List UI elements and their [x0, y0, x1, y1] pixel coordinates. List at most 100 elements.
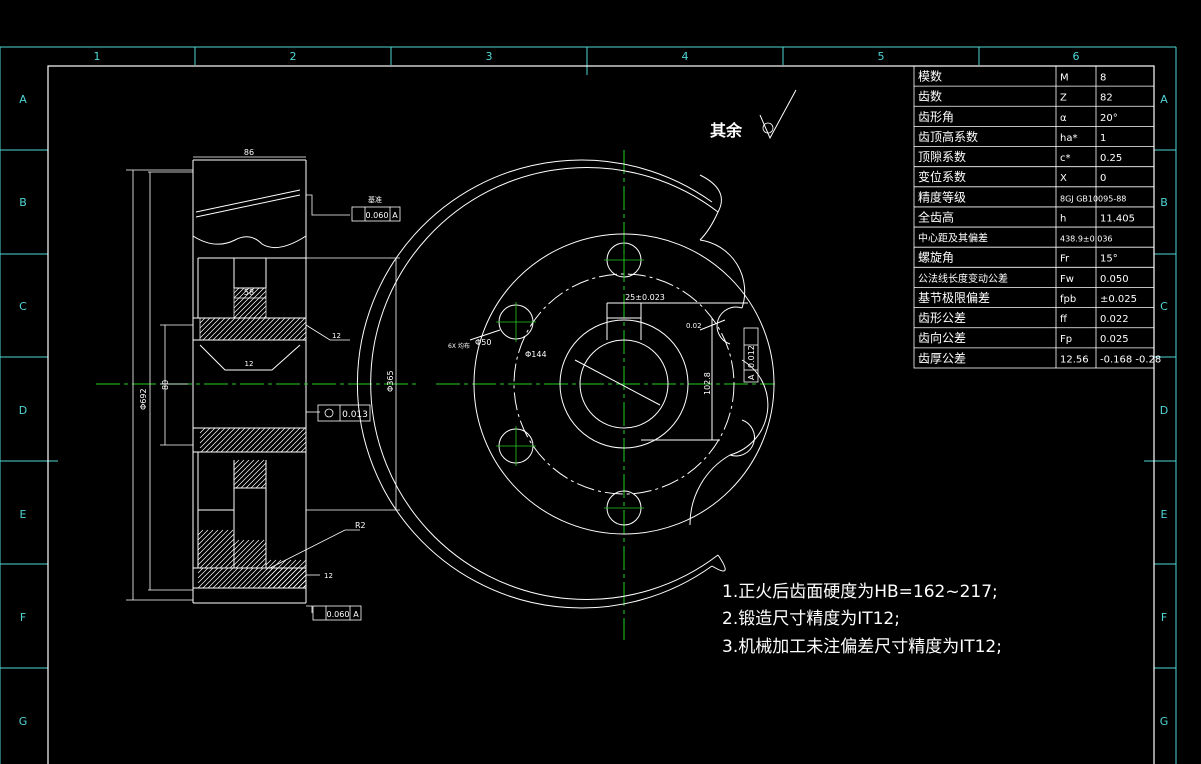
hatch-line [233, 287, 260, 314]
hatch-line [290, 436, 307, 453]
hatch-line [238, 290, 267, 319]
hatch-line [202, 317, 226, 341]
inner-border [47, 65, 1155, 764]
hatch-line [197, 529, 214, 546]
hatch-line [237, 567, 259, 589]
hatch-line [225, 427, 251, 453]
hatch-line [233, 287, 265, 319]
param-name: 变位系数 [918, 169, 966, 184]
hatch-line [235, 539, 265, 569]
hatch-line [252, 317, 276, 341]
row-label: F [20, 611, 26, 624]
hatch-line [217, 567, 239, 589]
flatness-value: 0.013 [342, 410, 368, 420]
hatch-line [255, 557, 267, 569]
param-value: 0.050 [1100, 274, 1129, 285]
hatch-line [250, 552, 267, 569]
param-symbol: 438.9±0.036 [1060, 235, 1113, 244]
tol-value: 0.012 [747, 345, 756, 368]
row-label: C [1160, 300, 1168, 313]
hatch-line [245, 427, 271, 453]
param-name: 公法线长度变动公差 [918, 272, 1008, 285]
param-symbol: ha* [1060, 133, 1077, 144]
param-name: 精度等级 [918, 189, 966, 204]
hatch-line [233, 459, 245, 471]
hatch-line [242, 317, 266, 341]
front-labels: 25±0.023 102.8 Φ50 6X 均布 Φ144 0.02 [448, 293, 712, 395]
hatch-line [199, 533, 235, 569]
hatch-line [233, 539, 240, 546]
param-symbol: h [1060, 213, 1066, 224]
param-symbol: fpb [1060, 294, 1076, 305]
param-name: 齿形角 [918, 110, 954, 124]
param-symbol: 12.56 [1060, 354, 1089, 365]
hatch-line [287, 569, 307, 589]
hatch-line [233, 287, 250, 304]
param-value: 0.25 [1100, 153, 1122, 164]
hatch-line [199, 427, 211, 439]
runout-value: 0.060 [366, 211, 389, 220]
r12-label: 12 [245, 360, 254, 368]
col-label: 5 [878, 50, 885, 63]
hatch-line [233, 539, 250, 556]
row-label: D [19, 404, 27, 417]
param-symbol: ff [1060, 314, 1068, 325]
hatch-line [245, 467, 267, 489]
hatch-line [199, 317, 216, 334]
key-width-dim: 25±0.023 [625, 293, 665, 302]
hatch-line [210, 427, 236, 453]
row-labels-left: A B C D E F G [19, 93, 28, 728]
hatch-line [197, 529, 224, 556]
param-name: 齿向公差 [918, 330, 966, 345]
param-name: 齿顶高系数 [918, 129, 978, 144]
hatch-line [227, 567, 249, 589]
section-view [192, 159, 307, 604]
note-1: 1.正火后齿面硬度为HB=162~217; [722, 582, 998, 602]
runout-value: 0.060 [327, 610, 350, 619]
param-name: 顶隙系数 [918, 149, 966, 164]
hatch-line [242, 567, 264, 589]
param-symbol: c* [1060, 153, 1071, 164]
column-labels: 1 2 3 4 5 6 [94, 50, 1080, 63]
param-name: 螺旋角 [918, 251, 954, 265]
hatch-line [233, 459, 250, 476]
hatch-line [199, 317, 211, 329]
hatch-line [297, 579, 307, 589]
hatch-line [240, 427, 266, 453]
hatch-line [215, 427, 241, 453]
hatch-line [282, 317, 306, 341]
hatch-line [207, 567, 229, 589]
hatch-line [260, 482, 267, 489]
hatch-line [240, 462, 267, 489]
param-value: 8 [1100, 72, 1106, 83]
hatch-line [295, 441, 307, 453]
od-dim: Φ692 [139, 388, 148, 410]
tolerance-box-3: 0.060 A [312, 605, 362, 621]
hatch-line [217, 317, 241, 341]
param-symbol: 8GJ GB10095-88 [1060, 194, 1126, 203]
param-value: 11.405 [1100, 213, 1135, 224]
row-label: G [1160, 715, 1169, 728]
hatch-line [267, 317, 291, 341]
param-value: -0.168 -0.28 [1100, 354, 1161, 365]
row-label: D [1160, 404, 1168, 417]
hatch-line [200, 427, 226, 453]
hatch-line [247, 567, 269, 589]
hatch-line [272, 317, 296, 341]
tolerance-box-4: 0.012 A [743, 327, 759, 383]
hatch-line [260, 562, 267, 569]
param-value: 0.025 [1100, 334, 1129, 345]
note-3: 3.机械加工未注偏差尺寸精度为IT12; [722, 637, 1002, 657]
hatch-line [197, 529, 204, 536]
hatch-line [262, 317, 286, 341]
ref-note: 基准 [368, 195, 382, 204]
note-2: 2.锻造尺寸精度为IT12; [722, 609, 900, 629]
hatch-line [267, 567, 289, 589]
dia-144-dim: Φ144 [525, 350, 547, 359]
hatch-line [302, 336, 307, 341]
hatch-line [300, 446, 307, 453]
zone-frame [0, 46, 1177, 764]
hatch-line [199, 427, 221, 449]
col-label: 4 [682, 50, 689, 63]
